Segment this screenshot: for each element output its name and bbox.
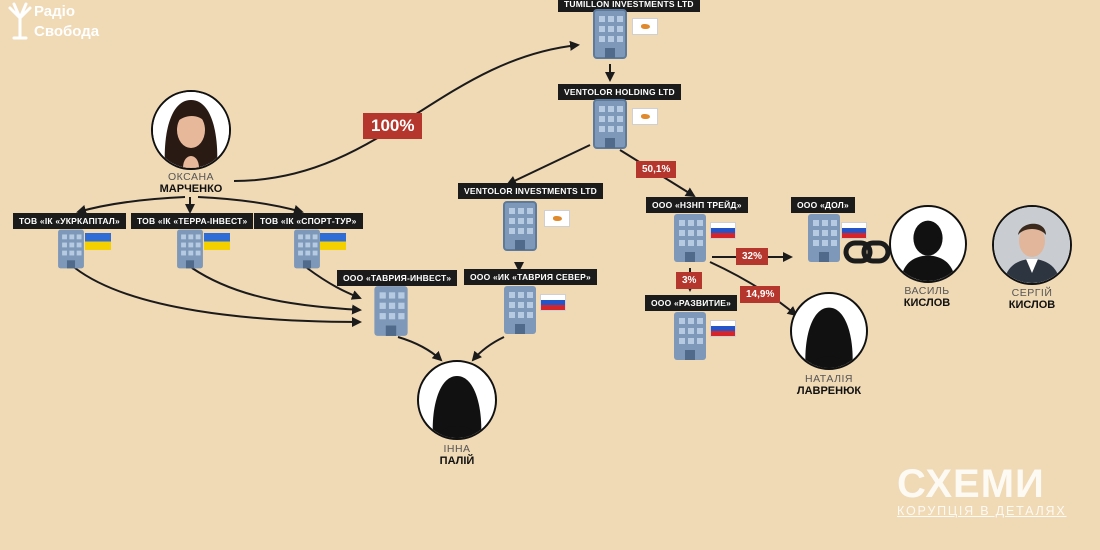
label-ventolor-holding: VENTOLOR HOLDING LTD [558, 84, 681, 100]
logo-line-1: Радіо [34, 3, 76, 20]
first-name-serhiy: СЕРГІЙ [1011, 287, 1053, 299]
flag-ukraine-icon [204, 233, 230, 250]
last-name-paliy: ПАЛІЙ [439, 455, 475, 467]
arrow-sport-tavriainvest [306, 267, 362, 300]
flag-cyprus-icon [544, 210, 570, 227]
person-silhouette-woman-icon [805, 307, 853, 368]
last-name-vasyl: КИСЛОВ [903, 297, 951, 309]
label-terra-invest: ТОВ «ІК «ТЕРРА-ІНВЕСТ» [131, 213, 254, 229]
avatar-vasyl-kyslov [889, 205, 967, 283]
arrow-terra-tavriainvest [191, 267, 362, 315]
last-name-marchenko: МАРЧЕНКО [159, 183, 223, 195]
building-icon-ventolor-holding [593, 99, 627, 149]
flag-ukraine-icon [85, 233, 111, 250]
building-icon-terra-invest [177, 229, 203, 269]
arrow-marchenko-ukrkapital [76, 196, 186, 215]
flag-cyprus-icon [632, 18, 658, 35]
percent-nznp-razvitie: 3% [676, 272, 703, 289]
arrow-tavriainvest-paliy [397, 336, 443, 362]
percent-marchenko-tumillon: 100% [363, 113, 423, 139]
flag-russia-icon [540, 294, 566, 311]
arrow-tavriasever-paliy [471, 336, 505, 362]
label-tavria-invest: ООО «ТАВРИЯ-ИНВЕСТ» [337, 270, 458, 286]
label-nznp-trade: ООО «НЗНП ТРЕЙД» [646, 197, 748, 213]
building-icon-tavria-sever [504, 286, 536, 334]
percent-nznp-lavrenyuk: 14,9% [740, 286, 781, 303]
flag-cyprus-icon [632, 108, 658, 125]
flag-russia-icon [710, 320, 736, 337]
avatar-serhiy-kyslov [992, 205, 1072, 285]
flag-russia-icon [710, 222, 736, 239]
avatar-lavrenyuk [790, 292, 868, 370]
building-icon-ventolor-investments [503, 201, 537, 251]
avatar-paliy [417, 360, 497, 440]
label-dol: ООО «ДОЛ» [791, 197, 855, 213]
person-silhouette-man-icon [900, 220, 956, 281]
radio-svoboda-logo-icon [8, 2, 32, 40]
arrow-marchenko-sport [197, 196, 304, 215]
label-sport-tur: ТОВ «ІК «СПОРТ-ТУР» [254, 213, 363, 229]
arrow-holding-ventinv [506, 144, 591, 186]
label-ventolor-investments: VENTOLOR INVESTMENTS LTD [458, 183, 603, 199]
percent-holding-nznp: 50,1% [636, 161, 677, 178]
avatar-marchenko [151, 90, 231, 170]
schemy-logo-subtitle: КОРУПЦІЯ В ДЕТАЛЯХ [897, 504, 1067, 518]
first-name-paliy: ІННА [443, 443, 471, 455]
arrow-ukrkapital-tavriainvest [74, 267, 362, 327]
portrait-woman-icon [153, 92, 229, 168]
last-name-lavrenyuk: ЛАВРЕНЮК [796, 385, 862, 397]
label-ukrkapital: ТОВ «ІК «УКРКАПІТАЛ» [13, 213, 126, 229]
building-icon-tavria-invest [374, 286, 408, 336]
flag-ukraine-icon [320, 233, 346, 250]
first-name-vasyl: ВАСИЛЬ [904, 285, 950, 297]
building-icon-nznp-trade [674, 214, 706, 262]
building-icon-dol [808, 214, 840, 262]
building-icon-razvitie [674, 312, 706, 360]
building-icon-ukrkapital [58, 229, 84, 269]
last-name-serhiy: КИСЛОВ [1008, 299, 1056, 311]
building-icon-sport-tur [294, 229, 320, 269]
percent-nznp-dol: 32% [736, 248, 769, 265]
label-tavria-sever: ООО «ИК «ТАВРИЯ СЕВЕР» [464, 269, 597, 285]
schemy-logo-title: СХЕМИ [897, 462, 1045, 506]
label-razvitie: ООО «РАЗВИТИЕ» [645, 295, 738, 311]
chain-link-icon [843, 240, 891, 264]
flag-russia-icon [841, 222, 867, 239]
building-icon-tumillon [593, 9, 627, 59]
first-name-marchenko: ОКСАНА [167, 171, 215, 183]
portrait-man-icon [994, 207, 1070, 283]
radio-svoboda-logo: Радіо Свобода [34, 2, 99, 42]
first-name-lavrenyuk: НАТАЛІЯ [805, 373, 853, 385]
logo-line-2: Свобода [34, 23, 100, 40]
person-silhouette-woman-icon [432, 376, 482, 438]
label-tumillon: TUMILLON INVESTMENTS LTD [558, 0, 700, 12]
